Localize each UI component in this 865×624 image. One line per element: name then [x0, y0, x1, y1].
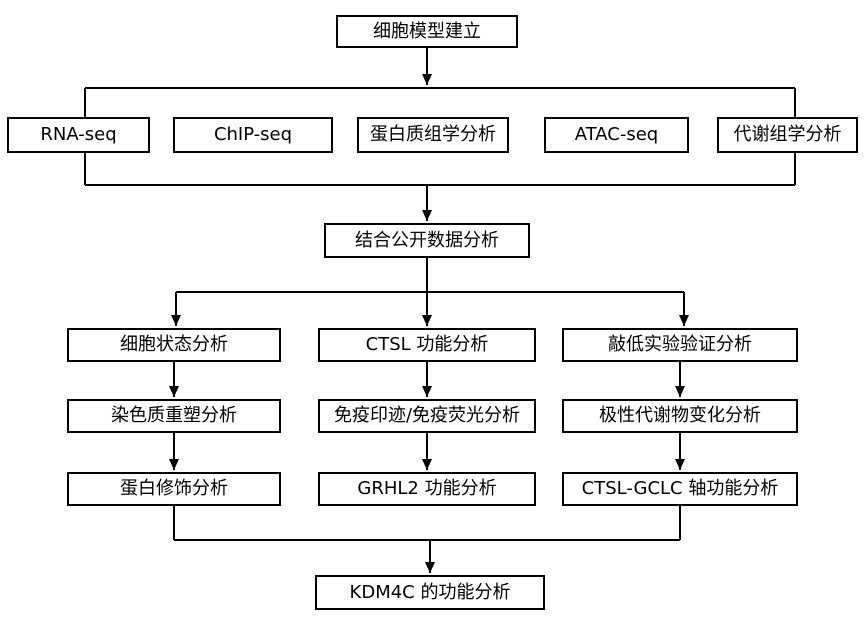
- node-ctsl-gclc-axis: CTSL-GCLC 轴功能分析: [562, 472, 798, 506]
- node-atac-seq: ATAC-seq: [544, 117, 689, 153]
- node-kdm4c-function: KDM4C 的功能分析: [315, 575, 545, 610]
- node-chip-seq: ChIP-seq: [173, 117, 333, 153]
- node-blot-immunofluorescence: 免疫印迹/免疫荧光分析: [318, 399, 536, 433]
- node-chromatin-remodeling: 染色质重塑分析: [67, 399, 281, 433]
- node-grhl2-function: GRHL2 功能分析: [318, 472, 536, 506]
- node-metabolomics: 代谢组学分析: [717, 117, 858, 153]
- node-public-data: 结合公开数据分析: [324, 223, 530, 258]
- node-knockdown: 敲低实验验证分析: [562, 328, 798, 362]
- node-proteomics: 蛋白质组学分析: [357, 117, 509, 153]
- node-cell-model: 细胞模型建立: [336, 15, 518, 48]
- node-protein-modification: 蛋白修饰分析: [67, 472, 281, 506]
- node-polar-metabolites: 极性代谢物变化分析: [562, 399, 798, 433]
- node-cell-state: 细胞状态分析: [67, 328, 281, 362]
- node-ctsl-function: CTSL 功能分析: [318, 328, 536, 362]
- node-rna-seq: RNA-seq: [7, 117, 150, 153]
